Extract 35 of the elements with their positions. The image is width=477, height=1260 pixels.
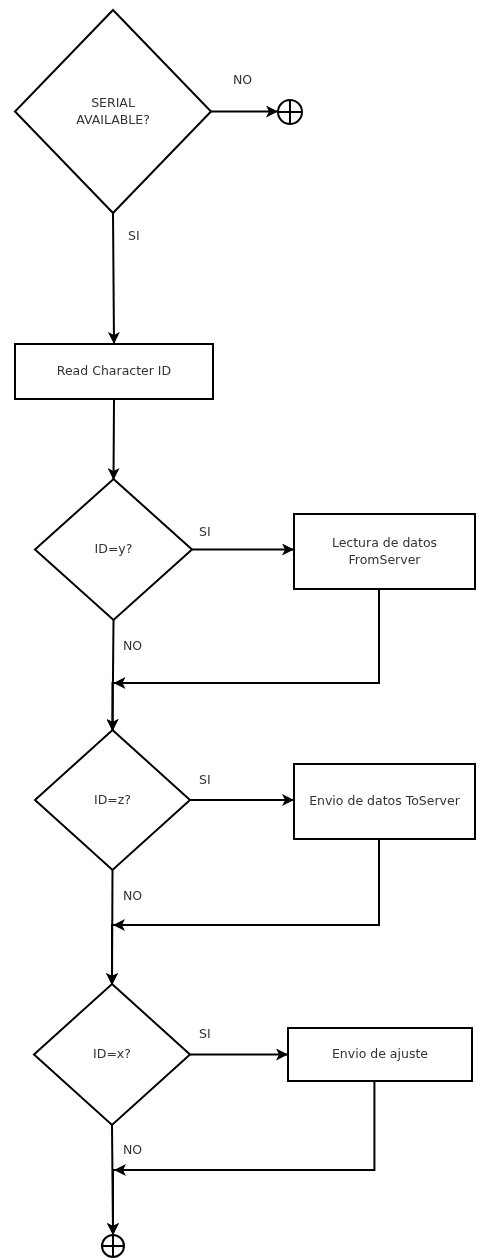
node-label: Lectura de datos FromServer: [330, 534, 439, 569]
node-label: Read Character ID: [56, 363, 172, 380]
node-label: Envio de datos ToServer: [309, 793, 460, 810]
decision-diamond: [15, 10, 211, 213]
node-label: ID=x?: [93, 1046, 131, 1063]
edge-label: SI: [198, 772, 212, 787]
node-label: ID=y?: [94, 541, 133, 558]
edge-label: SI: [198, 524, 212, 539]
arrow: [107, 212, 120, 344]
edge-label: SI: [198, 1026, 212, 1041]
decision-diamond: [35, 479, 192, 620]
arrow: [106, 589, 380, 731]
decision-diamond: [34, 984, 190, 1125]
edge-label: NO: [232, 72, 254, 87]
edge-label: NO: [122, 638, 144, 653]
arrow: [189, 794, 294, 806]
terminator-symbol: [277, 99, 303, 125]
arrow: [210, 105, 278, 118]
arrow: [107, 1081, 376, 1235]
edge-label: NO: [122, 888, 144, 903]
arrow: [191, 543, 294, 556]
edge-label: SI: [127, 228, 141, 243]
node-label: Envio de ajuste: [331, 1046, 429, 1063]
process-box: [293, 513, 476, 590]
edge-label: NO: [122, 1142, 144, 1157]
arrow: [107, 399, 120, 480]
process-box: [14, 343, 214, 400]
node-label: SERIAL AVAILABLE?: [75, 94, 151, 129]
process-box: [293, 763, 476, 840]
arrow: [189, 1048, 288, 1061]
decision-diamond: [35, 730, 190, 870]
terminator-symbol: [101, 1234, 125, 1258]
arrow: [106, 839, 380, 985]
node-label: ID=z?: [94, 791, 131, 809]
process-box: [287, 1027, 473, 1082]
